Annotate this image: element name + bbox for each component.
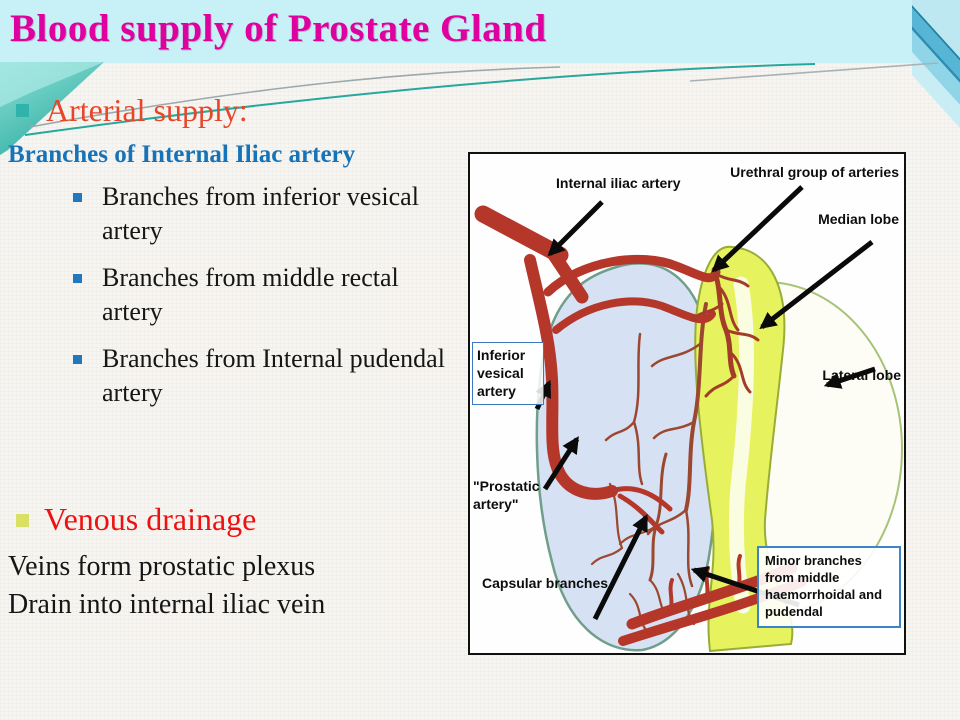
list-item: Branches from inferior vesical artery bbox=[0, 180, 454, 248]
page-title: Blood supply of Prostate Gland bbox=[10, 7, 547, 50]
bullet-square-icon bbox=[73, 193, 82, 202]
label-inferior-vesical-artery: Inferior vesical artery bbox=[472, 342, 544, 405]
label-minor-branches: Minor branches from middle haemorrhoidal… bbox=[757, 546, 901, 628]
bullet-text: Branches from middle rectal artery bbox=[102, 263, 399, 326]
bullet-text: Branches from inferior vesical artery bbox=[102, 182, 419, 245]
venous-bullet-icon bbox=[16, 514, 29, 527]
anatomy-diagram-panel: Internal iliac artery Urethral group of … bbox=[468, 152, 906, 655]
bullet-square-icon bbox=[73, 355, 82, 364]
label-prostatic-artery: "Prostatic artery" bbox=[473, 478, 540, 513]
branches-subheading: Branches of Internal Iliac artery bbox=[8, 141, 356, 168]
list-item: Branches from middle rectal artery bbox=[0, 261, 454, 329]
arterial-supply-heading: Arterial supply: bbox=[46, 92, 248, 128]
corner-swoosh-decoration bbox=[912, 0, 960, 128]
bullet-square-icon bbox=[73, 274, 82, 283]
venous-line: Veins form prostatic plexus bbox=[8, 551, 316, 582]
label-capsular-branches: Capsular branches bbox=[482, 575, 609, 591]
list-item: Branches from Internal pudendal artery bbox=[0, 342, 454, 410]
label-internal-iliac-artery: Internal iliac artery bbox=[556, 175, 681, 191]
arterial-bullet-list: Branches from inferior vesical artery Br… bbox=[0, 180, 470, 423]
venous-drainage-heading: Venous drainage bbox=[44, 501, 257, 537]
label-median-lobe: Median lobe bbox=[818, 211, 899, 227]
label-urethral-group: Urethral group of arteries bbox=[730, 164, 899, 180]
bullet-text: Branches from Internal pudendal artery bbox=[102, 344, 445, 407]
label-lateral-lobe: Lateral lobe bbox=[822, 367, 901, 383]
title-bar bbox=[0, 0, 912, 63]
arterial-bullet-icon bbox=[16, 104, 29, 117]
venous-line: Drain into internal iliac vein bbox=[8, 589, 326, 620]
